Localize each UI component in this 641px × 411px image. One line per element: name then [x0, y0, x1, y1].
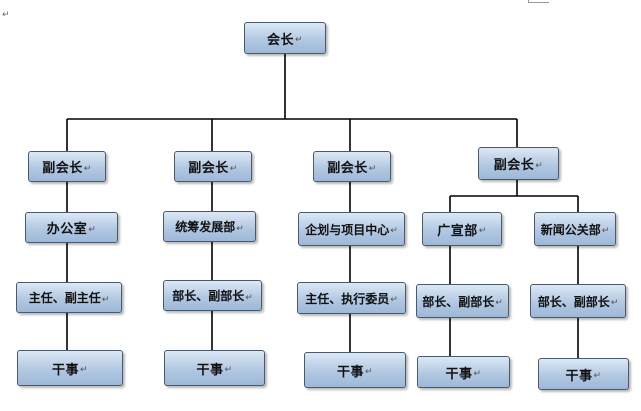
- node-vice-president-label: 副会长: [327, 161, 368, 176]
- node-president-label: 会长: [266, 32, 294, 48]
- paragraph-mark-icon: ↵: [368, 163, 377, 174]
- paragraph-mark-icon: ↵: [101, 294, 110, 305]
- paragraph-mark-icon: ↵: [601, 226, 610, 236]
- node-staff-label: 干事: [565, 368, 593, 384]
- node-president: 会长↵: [244, 22, 326, 54]
- node-department-1: 办公室↵: [25, 212, 118, 243]
- paragraph-mark-icon: ↵: [2, 10, 10, 20]
- paragraph-mark-icon: ↵: [473, 369, 482, 379]
- node-staff-2: 干事↵: [164, 350, 265, 386]
- paragraph-mark-icon: ↵: [610, 298, 619, 308]
- node-head-2: 部长、副部长↵: [163, 280, 262, 311]
- node-department-label: 企划与项目中心: [305, 222, 390, 237]
- node-staff-3: 干事↵: [304, 352, 406, 388]
- node-department-label: 广宣部: [437, 223, 478, 239]
- node-staff-label: 干事: [196, 362, 224, 378]
- paragraph-mark-icon: ↵: [224, 365, 233, 375]
- paragraph-mark-icon: ↵: [236, 223, 244, 234]
- node-department-3: 企划与项目中心↵: [298, 212, 405, 246]
- node-head-4: 部长、副部长↵: [416, 284, 509, 318]
- node-vice-president-4: 副会长↵: [478, 147, 559, 180]
- node-vice-president-1: 副会长↵: [28, 151, 106, 182]
- node-department-label: 办公室: [46, 222, 88, 237]
- node-staff-1: 干事↵: [17, 350, 123, 386]
- paragraph-mark-icon: ↵: [79, 365, 89, 375]
- paragraph-mark-icon: ↵: [245, 292, 253, 303]
- node-vice-president-label: 副会长: [42, 161, 83, 176]
- paragraph-mark-icon: ↵: [390, 295, 398, 305]
- node-head-label: 部长、副部长: [537, 294, 610, 309]
- node-vice-president-3: 副会长↵: [313, 151, 391, 182]
- node-vice-president-label: 副会长: [493, 158, 535, 173]
- node-department-label: 新闻公关部: [540, 222, 601, 237]
- paragraph-mark-icon: ↵: [294, 35, 304, 45]
- paragraph-mark-icon: ↵: [83, 163, 92, 174]
- node-department-5: 新闻公关部↵: [534, 212, 616, 246]
- node-head-label: 部长、副部长: [422, 294, 495, 309]
- node-department-4: 广宣部↵: [422, 212, 502, 246]
- paragraph-mark-icon: ↵: [88, 224, 97, 235]
- node-head-label: 主任、副主任: [28, 291, 101, 305]
- node-head-5: 部长、副部长↵: [530, 284, 626, 318]
- node-staff-label: 干事: [445, 366, 473, 382]
- node-department-label: 统筹发展部: [175, 220, 236, 234]
- paragraph-mark-icon: ↵: [364, 367, 374, 377]
- node-head-label: 部长、副部长: [172, 289, 245, 303]
- paragraph-mark-icon: ↵: [495, 298, 503, 308]
- node-staff-label: 干事: [51, 362, 79, 378]
- paragraph-mark-icon: ↵: [229, 163, 238, 174]
- node-head-label: 主任、执行委员: [305, 291, 390, 306]
- node-department-2: 统筹发展部↵: [163, 211, 256, 242]
- node-head-3: 主任、执行委员↵: [297, 282, 406, 314]
- node-head-1: 主任、副主任↵: [16, 282, 122, 313]
- page-corner-mark: [528, 0, 549, 3]
- node-staff-label: 干事: [336, 364, 364, 380]
- paragraph-mark-icon: ↵: [593, 371, 602, 381]
- node-vice-president-label: 副会长: [188, 161, 229, 176]
- node-staff-4: 干事↵: [417, 356, 510, 388]
- node-vice-president-2: 副会长↵: [174, 151, 252, 182]
- paragraph-mark-icon: ↵: [535, 160, 544, 171]
- paragraph-mark-icon: ↵: [390, 226, 398, 236]
- node-staff-5: 干事↵: [538, 358, 629, 390]
- paragraph-mark-icon: ↵: [478, 226, 487, 236]
